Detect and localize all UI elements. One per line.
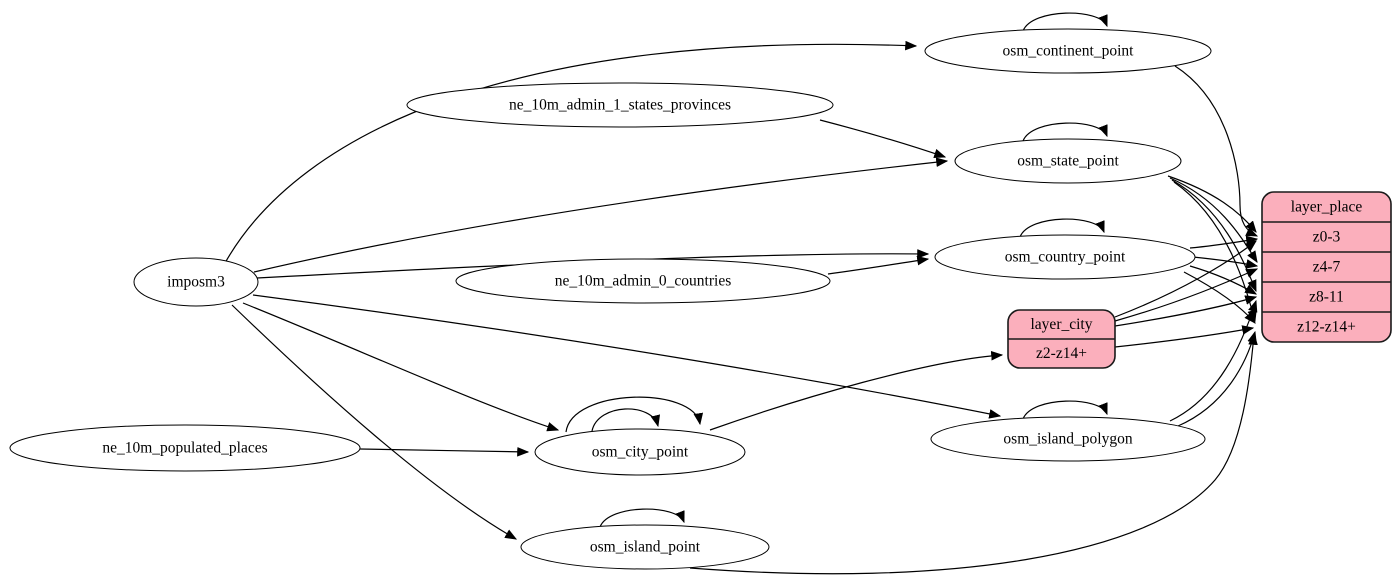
edge-ne_10m_admin_0_countries-to-osm_country_point xyxy=(827,255,930,275)
record-row-layer_city-layer_city: layer_city xyxy=(1031,316,1093,333)
edge-layer_city-to-layer_place-z8-11 xyxy=(1114,295,1258,327)
edge-imposm3-to-osm_city_point xyxy=(242,302,560,432)
edge-osm_island_polygon-to-layer_place-z8-11 xyxy=(1169,299,1258,422)
record-layer_city: layer_city z2-z14+ xyxy=(1007,309,1116,369)
node-ellipse-ne_10m_admin_0_countries xyxy=(455,258,831,304)
record-box-layer_place xyxy=(1261,191,1392,343)
node-label-osm_continent_point: osm_continent_point xyxy=(1003,43,1135,60)
edge-ne_10m_populated_places-to-osm_city_point xyxy=(359,447,530,457)
node-ellipse-ne_10m_populated_places xyxy=(9,424,361,472)
edge-ne_10m_admin_1_states_provinces-to-osm_state_point xyxy=(819,119,947,159)
node-osm_country_point: osm_country_point xyxy=(934,234,1196,280)
record-row-layer_city-z2-z14+: z2-z14+ xyxy=(1036,345,1087,362)
self-loop-osm_city_point xyxy=(565,396,704,433)
node-label-osm_country_point: osm_country_point xyxy=(1005,249,1126,266)
edge-osm_country_point-to-layer_place-z12-z14+ xyxy=(1183,271,1256,324)
edge-osm_island_point-to-layer_place-z12-z14+ xyxy=(689,332,1258,575)
edge-layer_city-to-layer_place-z0-3 xyxy=(1114,240,1257,318)
edge-osm_state_point-to-layer_place-z4-7 xyxy=(1169,177,1258,264)
node-label-ne_10m_populated_places: ne_10m_populated_places xyxy=(102,440,267,457)
edge-layer_city-to-layer_place-z4-7 xyxy=(1114,268,1259,322)
edge-imposm3-to-osm_island_point xyxy=(231,304,518,540)
edge-osm_state_point-to-layer_place-z0-3 xyxy=(1167,175,1257,233)
edge-osm_state_point-to-layer_place-z8-11 xyxy=(1171,179,1257,293)
edge-osm_city_point-to-layer_city-z2-z14+ xyxy=(709,350,1004,431)
record-row-layer_place-z4-7: z4-7 xyxy=(1313,259,1341,276)
self-loop-osm_island_polygon xyxy=(1022,400,1108,420)
edge-imposm3-to-osm_continent_point xyxy=(224,40,918,264)
node-osm_island_point: osm_island_point xyxy=(520,524,770,570)
edge-layer_city-to-layer_place-z12-z14+ xyxy=(1114,325,1255,348)
self-loop-osm_state_point xyxy=(1022,122,1108,142)
node-ne_10m_admin_0_countries: ne_10m_admin_0_countries xyxy=(455,258,831,304)
record-row-layer_place-z0-3: z0-3 xyxy=(1313,229,1341,246)
node-osm_island_polygon: osm_island_polygon xyxy=(930,416,1206,462)
self-loop-osm_country_point xyxy=(1019,218,1105,238)
edge-imposm3-to-osm_island_polygon xyxy=(252,294,1002,419)
record-row-layer_place-layer_place: layer_place xyxy=(1291,199,1363,216)
node-ellipse-imposm3 xyxy=(133,257,259,307)
node-ne_10m_populated_places: ne_10m_populated_places xyxy=(9,424,361,472)
node-osm_continent_point: osm_continent_point xyxy=(924,28,1212,74)
node-ellipse-osm_city_point xyxy=(534,428,746,476)
node-ellipse-osm_island_polygon xyxy=(930,416,1206,462)
edge-imposm3-to-osm_state_point xyxy=(253,157,949,273)
self-loop-osm_continent_point xyxy=(1022,12,1108,32)
self-loop-osm_island_point xyxy=(599,508,685,528)
record-row-layer_place-z8-11: z8-11 xyxy=(1309,289,1344,306)
node-osm_state_point: osm_state_point xyxy=(954,138,1182,184)
node-label-osm_island_polygon: osm_island_polygon xyxy=(1003,431,1132,448)
node-label-osm_city_point: osm_city_point xyxy=(592,444,689,461)
edge-osm_country_point-to-layer_place-z8-11 xyxy=(1189,265,1258,295)
edge-osm_country_point-to-layer_place-z0-3 xyxy=(1189,235,1259,249)
node-ellipse-ne_10m_admin_1_states_provinces xyxy=(406,82,834,128)
node-ellipse-osm_island_point xyxy=(520,524,770,570)
node-label-ne_10m_admin_1_states_provinces: ne_10m_admin_1_states_provinces xyxy=(509,97,731,114)
edge-osm_country_point-to-layer_place-z4-7 xyxy=(1192,256,1259,269)
node-label-osm_state_point: osm_state_point xyxy=(1017,153,1119,170)
node-ellipse-osm_continent_point xyxy=(924,28,1212,74)
node-label-imposm3: imposm3 xyxy=(167,274,225,291)
record-row-layer_place-z12-z14+: z12-z14+ xyxy=(1297,319,1356,336)
node-imposm3: imposm3 xyxy=(133,257,259,307)
node-label-ne_10m_admin_0_countries: ne_10m_admin_0_countries xyxy=(555,273,732,290)
node-label-osm_island_point: osm_island_point xyxy=(590,539,701,556)
node-ellipse-osm_state_point xyxy=(954,138,1182,184)
self-loop-osm_city_point xyxy=(591,408,661,432)
edge-osm_continent_point-to-layer_place-z0-3 xyxy=(1174,65,1259,237)
node-ne_10m_admin_1_states_provinces: ne_10m_admin_1_states_provinces xyxy=(406,82,834,128)
node-ellipse-osm_country_point xyxy=(934,234,1196,280)
record-layer_place: layer_place z0-3 z4-7 z8-11 z12-z14+ xyxy=(1261,191,1392,343)
node-osm_city_point: osm_city_point xyxy=(534,428,746,476)
